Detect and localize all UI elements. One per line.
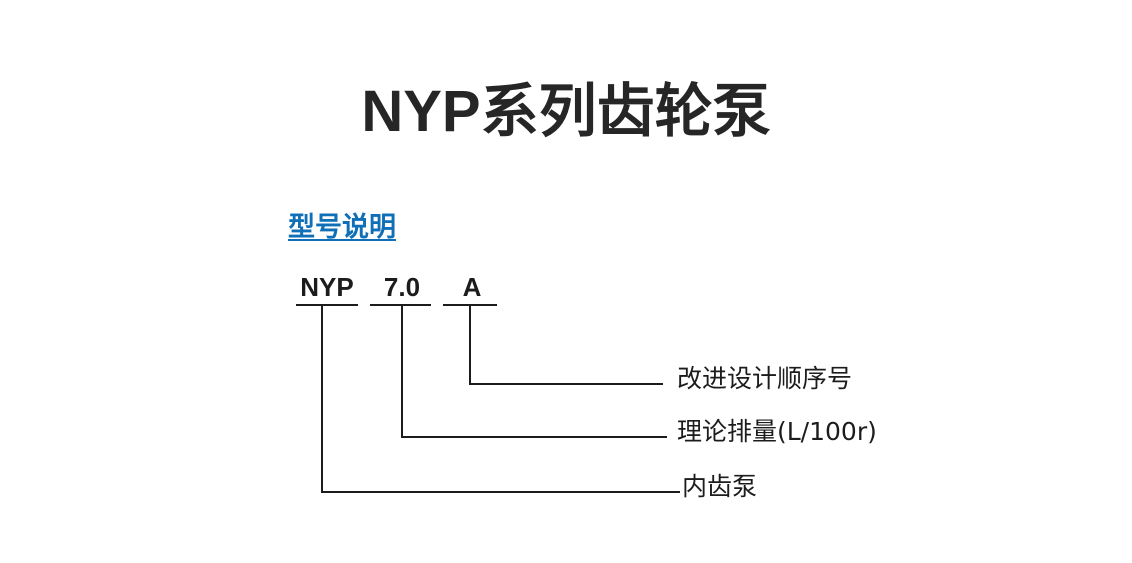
leader-line-suffix [469,305,663,385]
page-title: NYP系列齿轮泵 [361,79,771,144]
leader-line-prefix [321,305,680,493]
section-heading-model-explanation: 型号说明 [288,212,396,242]
model-code-displacement: 7.0 [383,272,421,302]
model-code-suffix: A [462,272,482,302]
callout-label-theoretical-displacement: 理论排量(L/100r) [677,417,877,446]
leader-line-displacement [401,305,667,438]
callout-label-improvement-sequence: 改进设计顺序号 [677,364,853,393]
callout-label-internal-gear-pump: 内齿泵 [682,472,758,501]
model-code-prefix: NYP [300,272,354,302]
